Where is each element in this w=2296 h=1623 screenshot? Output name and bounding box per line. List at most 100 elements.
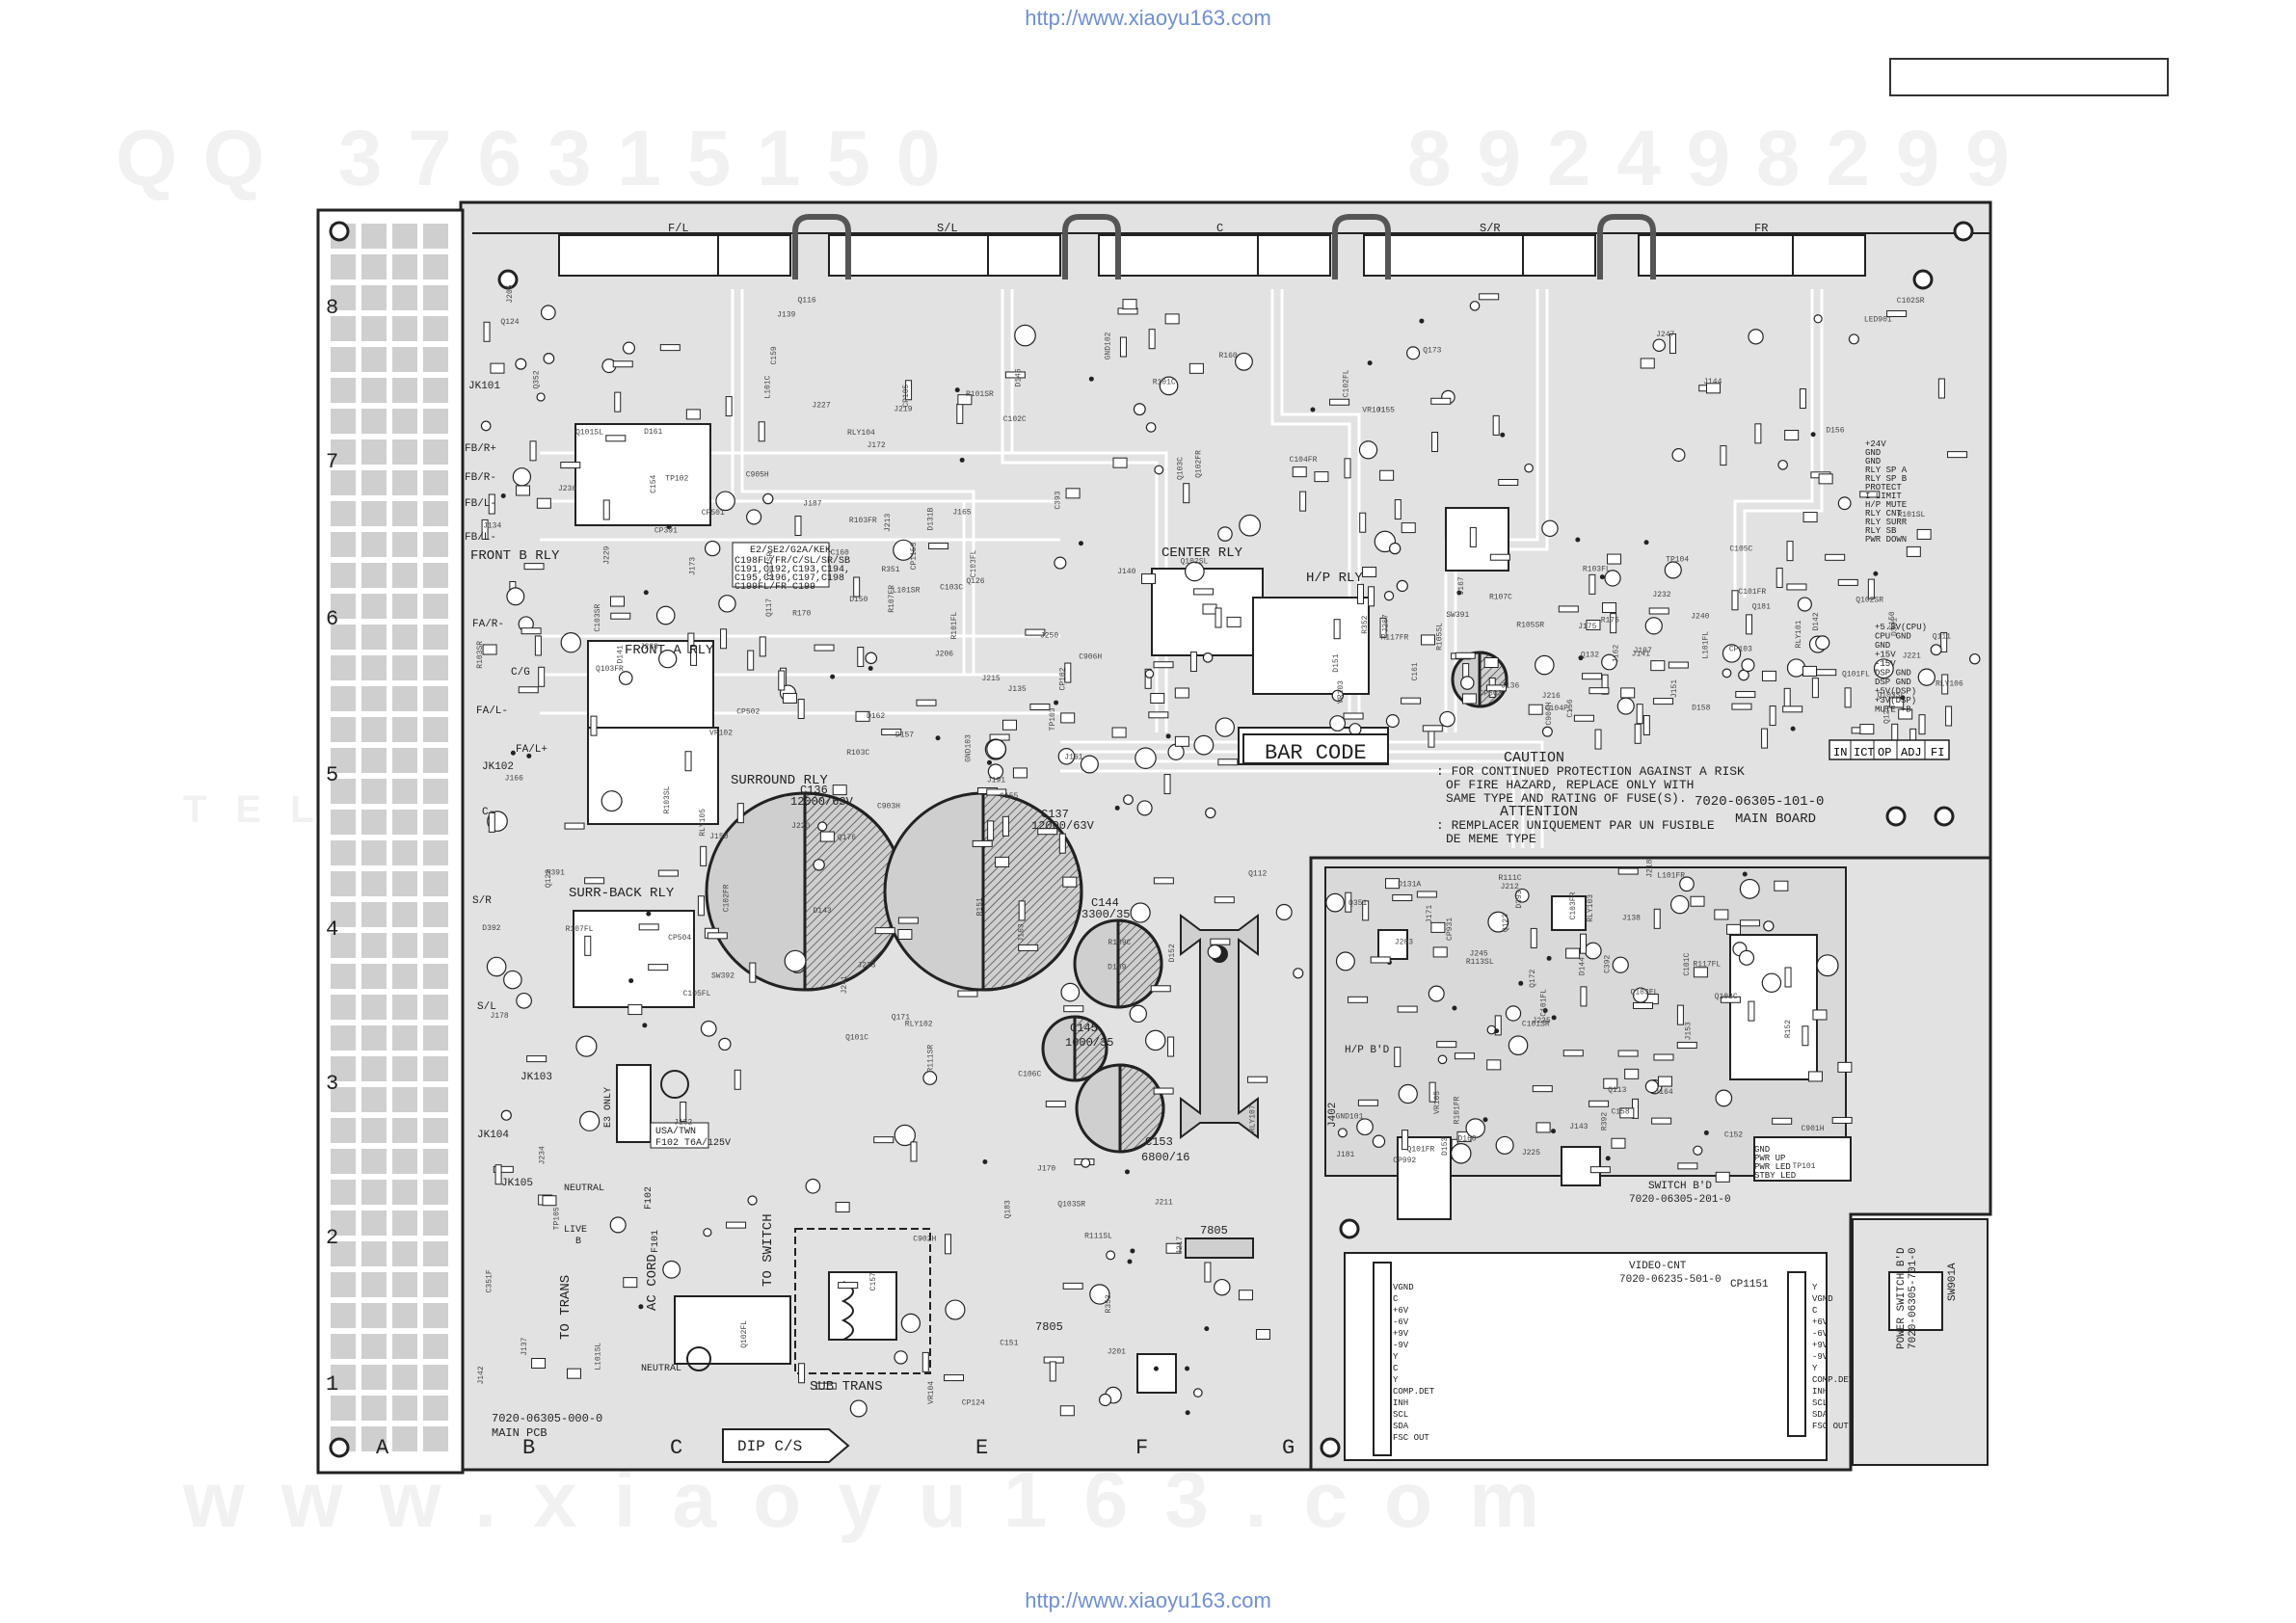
- capacitor-outline: [1337, 1128, 1348, 1138]
- transistor-outline: [1706, 383, 1722, 394]
- terminal-fbr-plus: FB/R+: [465, 443, 496, 455]
- resistor-outline: [1004, 371, 1026, 379]
- capacitor-outline: [1217, 526, 1233, 542]
- transistor-outline: [1065, 488, 1081, 499]
- transistor-outline: [1059, 1405, 1075, 1417]
- cap-c144-ref: C144: [1091, 896, 1119, 910]
- capacitor-outline: [718, 1037, 732, 1051]
- reference-designator: VR103: [1337, 680, 1346, 704]
- reference-designator: Q176: [838, 834, 856, 842]
- reference-designator: R170: [792, 610, 811, 619]
- mounting-holes: [329, 221, 1974, 1458]
- reference-designator: D160: [1457, 1135, 1476, 1144]
- via-pad: [1185, 1366, 1190, 1371]
- watermark-tel: TEL: [183, 788, 343, 831]
- transistor-outline: [1859, 724, 1875, 735]
- resistor-outline: [910, 1141, 918, 1162]
- video-left-pin-label: COMP.DET: [1393, 1387, 1435, 1397]
- capacitor-outline: [1797, 597, 1812, 612]
- grid-col-e: E: [975, 1436, 988, 1460]
- via-pad: [1114, 805, 1120, 811]
- ic-packages: [1238, 507, 1943, 1456]
- connector-pad: [423, 1056, 448, 1081]
- reference-designator: R101C: [1153, 378, 1176, 386]
- transistor-outline: [1062, 876, 1078, 888]
- reference-designator: Q116: [797, 297, 815, 306]
- reference-designator: RLY107: [1248, 1104, 1257, 1132]
- resistor-outline: [815, 1382, 837, 1390]
- transistor-outline: [1164, 313, 1180, 325]
- reference-designator: J155: [1376, 406, 1395, 414]
- via-pad: [526, 753, 532, 758]
- capacitor-outline: [900, 1313, 921, 1334]
- connector-pad: [423, 1303, 448, 1328]
- connector-pad: [331, 902, 356, 927]
- via-pad: [1153, 1366, 1159, 1371]
- reference-designator: R391: [547, 868, 565, 877]
- resistor-outline: [1428, 1081, 1436, 1103]
- resistor-outline: [972, 839, 993, 847]
- reference-designator: J135: [1007, 685, 1026, 694]
- reference-designator: Q101FR: [1407, 1145, 1435, 1154]
- connector-pad: [361, 1149, 387, 1174]
- connector-pad: [331, 285, 356, 310]
- connector-pad: [331, 933, 356, 958]
- via-pad: [1873, 571, 1879, 576]
- cap-c137-value: 12000/63V: [1031, 819, 1095, 833]
- connector-pad: [423, 439, 448, 465]
- via-pad: [1310, 407, 1316, 412]
- capacitor-outline: [1813, 314, 1823, 324]
- reference-designator: D141: [617, 645, 626, 663]
- jack-jk102: JK102: [482, 761, 514, 773]
- via-pad: [1551, 1015, 1557, 1021]
- resistor-outline: [957, 990, 978, 998]
- transistor-outline: [1122, 299, 1137, 310]
- resistor-outline: [1062, 1282, 1083, 1290]
- connector-pad: [423, 1025, 448, 1051]
- capacitor-outline: [1406, 346, 1421, 360]
- resistor-outline: [1045, 1100, 1066, 1107]
- reference-designator: CP102: [1058, 667, 1067, 690]
- resistor-outline: [1648, 607, 1669, 615]
- resistor-outline: [798, 1363, 806, 1384]
- connector-pad: [392, 254, 417, 279]
- reference-designator: J205: [506, 284, 515, 303]
- reference-designator: J153: [1684, 1022, 1693, 1040]
- reference-designator: R101SL: [1897, 511, 1925, 519]
- resistor-outline: [1368, 586, 1375, 607]
- connector-pad: [392, 1118, 417, 1143]
- resistor-outline: [612, 360, 633, 368]
- reference-designator: R111C: [1499, 874, 1522, 883]
- reference-designator: LED901: [1864, 315, 1892, 324]
- small-components: [480, 293, 1981, 1418]
- power-label-b: B: [575, 1237, 581, 1247]
- connector-pad: [423, 501, 448, 526]
- resistor-outline: [1153, 1087, 1174, 1095]
- connector-pad: [331, 810, 356, 835]
- transistor-outline: [1238, 1290, 1253, 1301]
- via-pad: [1124, 1169, 1130, 1175]
- capacitor-outline: [622, 341, 636, 355]
- capacitor-outline: [1486, 1024, 1497, 1035]
- grid-row-6: 6: [326, 607, 338, 631]
- source-url-top[interactable]: http://www.xiaoyu163.com: [1025, 6, 1271, 30]
- capacitor-outline: [1144, 669, 1155, 678]
- resistor-outline: [1379, 617, 1387, 638]
- transistor-outline: [1292, 466, 1307, 478]
- capacitor-outline: [1763, 920, 1775, 932]
- connector-pad: [392, 840, 417, 865]
- via-pad: [1900, 695, 1906, 701]
- video-left-pin-label: C: [1393, 1364, 1399, 1373]
- capacitor-outline: [1215, 717, 1236, 737]
- reference-designator: D157: [895, 732, 914, 740]
- resistor-outline: [1370, 956, 1391, 964]
- resistor-outline: [1144, 668, 1152, 689]
- reference-designator: J206: [935, 650, 953, 658]
- capacitor-outline: [515, 358, 527, 370]
- capacitor-outline: [1123, 794, 1134, 806]
- grid-col-a: A: [376, 1436, 389, 1460]
- video-right-pin-label: COMP.DET: [1812, 1375, 1855, 1385]
- connector-pad: [392, 964, 417, 989]
- source-url-bottom[interactable]: http://www.xiaoyu163.com: [1025, 1588, 1271, 1612]
- relay-label-center: CENTER RLY: [1161, 545, 1243, 561]
